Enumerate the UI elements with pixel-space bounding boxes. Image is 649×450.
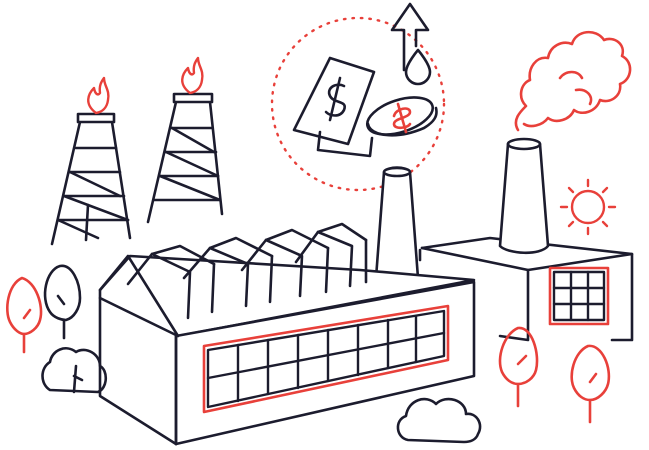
flame-icon — [181, 56, 204, 95]
tree-red-middle — [498, 326, 539, 408]
right-building — [418, 236, 634, 342]
middle-chimney — [374, 166, 420, 288]
smoke-cloud — [514, 30, 632, 132]
oil-derrick-left — [50, 112, 132, 246]
tree-dark-left — [43, 264, 82, 340]
coin-icon — [365, 96, 438, 137]
tree-red-left — [6, 276, 43, 354]
bush-left — [41, 347, 108, 394]
right-chimney — [498, 137, 550, 255]
right-building-window-grid — [552, 270, 606, 322]
flame-icon — [87, 76, 110, 115]
main-factory-window-grid — [206, 309, 446, 409]
sun-icon — [559, 178, 617, 236]
money-circle — [270, 16, 446, 192]
arrow-up-icon — [390, 2, 430, 72]
bush-right — [396, 397, 482, 444]
right-building-window — [548, 266, 610, 326]
tree-red-right — [570, 344, 611, 424]
oil-drop-icon — [404, 48, 432, 86]
banknote-icon — [292, 56, 376, 158]
oil-derrick-right — [146, 92, 224, 224]
